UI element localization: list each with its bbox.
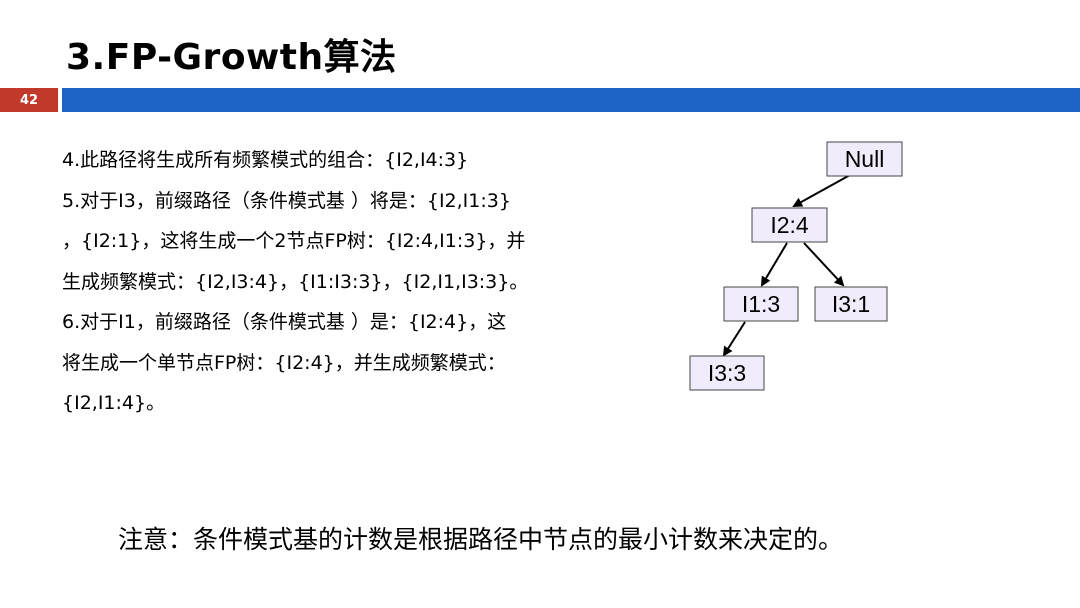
tree-node-label: I3:1 — [832, 291, 870, 317]
body-line: 4.此路径将生成所有频繁模式的组合：{I2,I4:3} — [62, 149, 469, 171]
note-text: 注意：条件模式基的计数是根据路径中节点的最小计数来决定的。 — [118, 525, 844, 554]
edge-i2-to-i3a — [803, 242, 845, 287]
tree-node-label: I2:4 — [770, 212, 809, 238]
tree-node-null: Null — [826, 141, 903, 177]
body-line: ，{I2:1}，这将生成一个2节点FP树：{I2:4,I1:3}，并 — [62, 230, 526, 252]
body-text: 4.此路径将生成所有频繁模式的组合：{I2,I4:3} 5.对于I3，前缀路径（… — [62, 140, 582, 424]
page-number: 42 — [19, 92, 39, 108]
header-bar — [62, 88, 1080, 112]
body-line: 将生成一个单节点FP树：{I2:4}，并生成频繁模式： — [62, 351, 506, 374]
tree-node-label: I1:3 — [742, 291, 780, 317]
slide-title: 3.FP-Growth算法 — [66, 37, 397, 78]
body-line: 6.对于I1，前缀路径（条件模式基 ）是：{I2:4}，这 — [62, 311, 507, 333]
fp-tree-diagram: Null I2:4 I1:3 I3:1 I3:3 — [689, 141, 903, 391]
tree-node-i3b: I3:3 — [689, 355, 765, 391]
edge-i1-to-i3b — [722, 321, 746, 357]
tree-node-i3a: I3:1 — [814, 286, 888, 322]
body-line: {I2,I1:4}。 — [62, 392, 166, 414]
edge-i2-to-i1 — [760, 242, 788, 287]
tree-node-i2: I2:4 — [751, 207, 828, 243]
page-number-badge: 42 — [0, 88, 58, 112]
edge-null-to-i2 — [792, 174, 851, 207]
tree-node-label: I3:3 — [708, 360, 746, 386]
body-line: 生成频繁模式：{I2,I3:4}，{I1:I3:3}，{I2,I1,I3:3}。 — [62, 270, 529, 293]
tree-node-i1: I1:3 — [723, 286, 799, 322]
tree-node-label: Null — [845, 146, 885, 172]
body-line: 5.对于I3，前缀路径（条件模式基 ）将是：{I2,I1:3} — [62, 189, 511, 212]
